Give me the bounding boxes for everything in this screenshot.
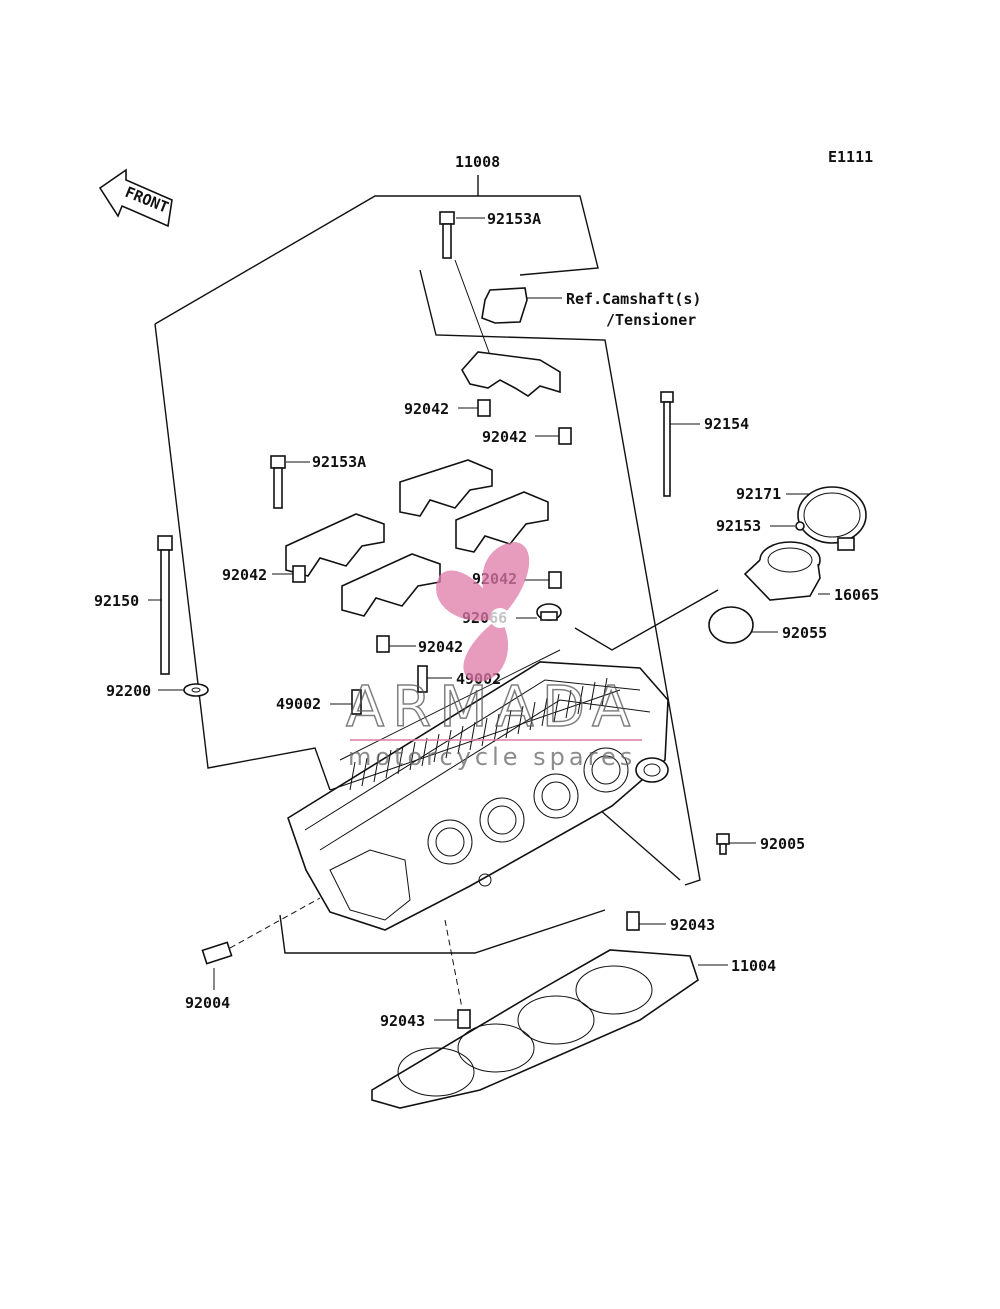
bolt-92154	[660, 391, 700, 497]
cam-cap-2	[455, 491, 549, 553]
diagram-code: E1111	[828, 148, 873, 166]
label-92042-c: 92042	[222, 566, 267, 584]
pin-49002-right	[417, 665, 428, 693]
intake-holder-16065	[743, 541, 830, 601]
label-92042-a: 92042	[404, 400, 449, 418]
label-92153a-top: 92153A	[487, 210, 541, 228]
propeller-logo-icon	[436, 542, 530, 682]
ref-camshaft-label: Ref.Camshaft(s)	[566, 290, 701, 308]
bolt-92153a-left	[270, 455, 310, 509]
watermark-brand: ARMADA	[346, 675, 638, 740]
camshaft-bracket	[454, 259, 562, 356]
dowel-92043-bottom	[457, 1009, 471, 1029]
bolt-92153a-top	[439, 211, 485, 259]
dowel-92042-a	[477, 399, 491, 417]
head-gasket-11004	[371, 949, 728, 1109]
label-11008: 11008	[455, 153, 500, 171]
oring-92055	[708, 606, 754, 644]
label-92055: 92055	[782, 624, 827, 642]
label-92042-e: 92042	[418, 638, 463, 656]
label-92153: 92153	[716, 517, 761, 535]
pin-49002-left	[351, 689, 362, 715]
plug-92066	[516, 603, 562, 621]
dowel-92042-c	[292, 565, 306, 583]
bolt-92153	[795, 521, 805, 531]
label-92005: 92005	[760, 835, 805, 853]
label-92171: 92171	[736, 485, 781, 503]
label-92150: 92150	[94, 592, 139, 610]
cam-cap-1	[399, 459, 493, 517]
ref-tensioner-label: /Tensioner	[606, 311, 696, 329]
dowel-92042-d	[548, 571, 562, 589]
cam-cap-4	[341, 553, 441, 617]
label-92153a-left: 92153A	[312, 453, 366, 471]
bolt-92150	[148, 535, 173, 675]
label-92154: 92154	[704, 415, 749, 433]
dowel-92042-e	[376, 635, 390, 653]
clamp-92171	[786, 486, 867, 551]
plug-92005	[716, 833, 756, 855]
label-92042-b: 92042	[482, 428, 527, 446]
label-11004: 11004	[731, 957, 776, 975]
label-92043-bottom: 92043	[380, 1012, 425, 1030]
label-92200: 92200	[106, 682, 151, 700]
dowel-92042-b	[558, 427, 572, 445]
front-arrow-icon: FRONT	[98, 168, 173, 228]
watermark: ARMADA motorcycle spares	[345, 542, 642, 771]
label-92043-right: 92043	[670, 916, 715, 934]
label-92004: 92004	[185, 994, 230, 1012]
cam-cap-top	[461, 351, 561, 397]
washer-92200	[183, 683, 209, 697]
watermark-sub: motorcycle spares	[348, 743, 636, 771]
label-49002-left: 49002	[276, 695, 321, 713]
assembly-outline-11008	[154, 175, 719, 954]
dowel-92043-right	[626, 911, 640, 931]
label-16065: 16065	[834, 586, 879, 604]
stud-92004	[201, 897, 321, 990]
cylinder-head	[287, 649, 669, 931]
